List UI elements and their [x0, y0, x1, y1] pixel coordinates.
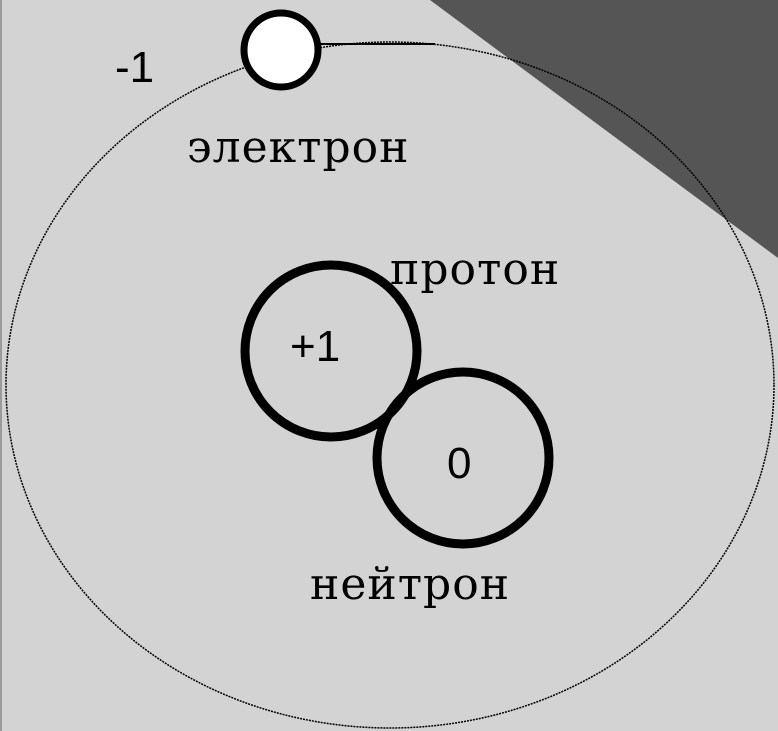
neutron-charge-label: 0: [447, 442, 471, 486]
proton-name-label: протон: [390, 248, 560, 292]
electron-name-label: электрон: [187, 126, 409, 170]
electron-circle: [244, 13, 318, 87]
proton-charge-label: +1: [290, 325, 340, 369]
electron-charge-label: -1: [115, 46, 154, 90]
neutron-name-label: нейтрон: [310, 563, 510, 607]
